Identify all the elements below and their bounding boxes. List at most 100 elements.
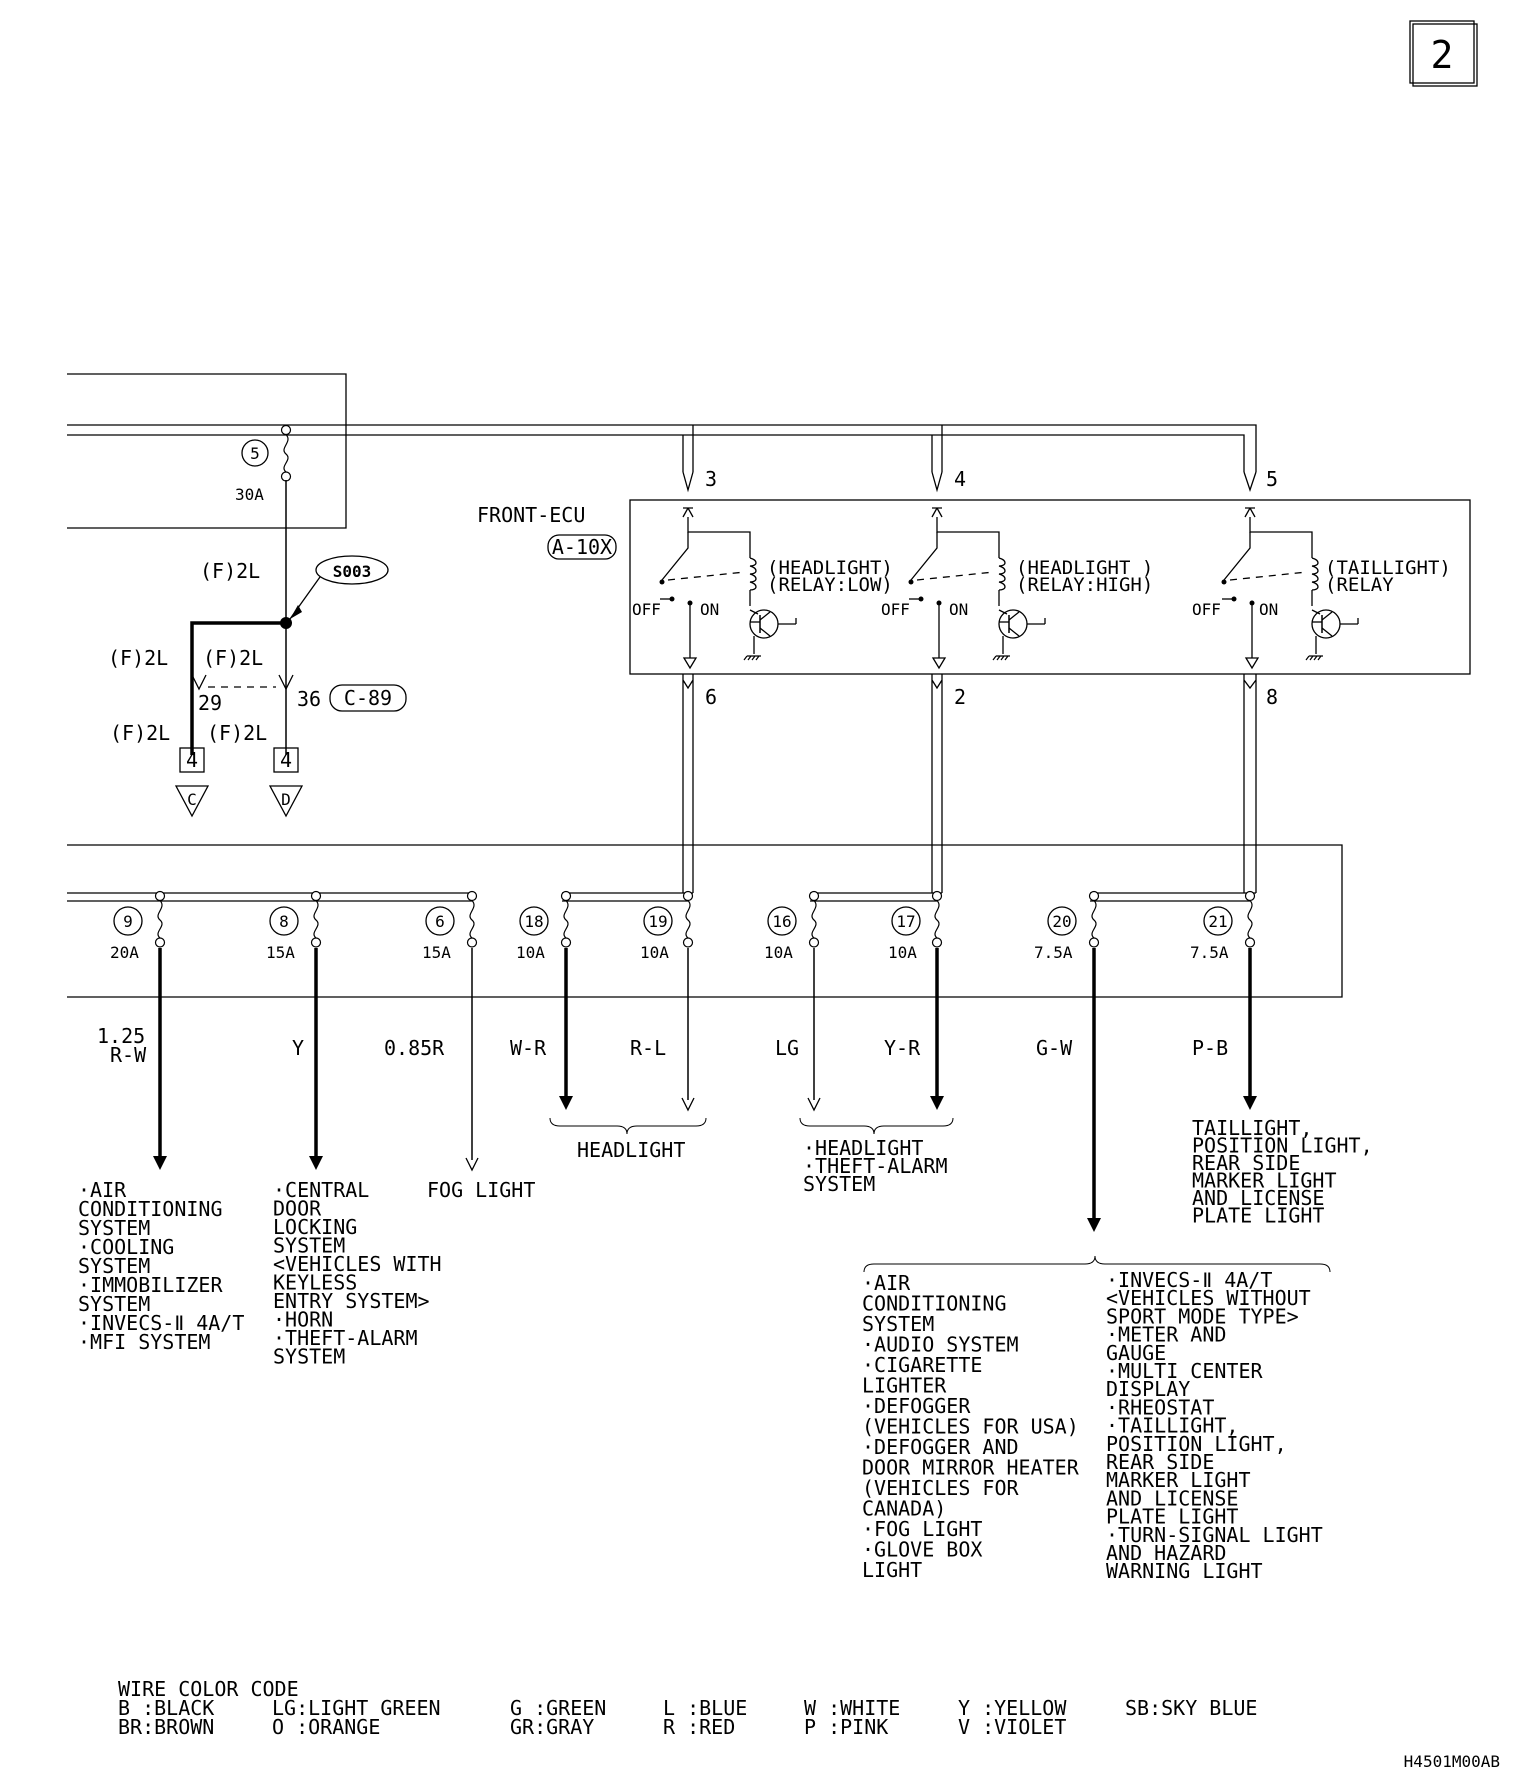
fuse-8-rating: 15A <box>266 943 295 962</box>
wire-fuse16-color: LG <box>775 1036 799 1060</box>
dest-fuse20-left-line: CANADA) <box>862 1497 946 1521</box>
dest-fuse8-line: SYSTEM <box>273 1234 345 1258</box>
wire-fuse6-color: 0.85R <box>384 1036 445 1060</box>
dest-fuse8: ·CENTRAL DOOR LOCKING SYSTEM <VEHICLES W… <box>273 1178 442 1369</box>
dest-fuse9-line: CONDITIONING <box>78 1197 223 1221</box>
offpage-letter-c: C <box>187 790 197 809</box>
dest-fuse9-line: ·MFI SYSTEM <box>78 1330 210 1354</box>
dest-fuse20-left-line: (VEHICLES FOR <box>862 1476 1019 1500</box>
dest-fuse20-right-line: PLATE LIGHT <box>1106 1505 1238 1529</box>
color-code-o: O :ORANGE <box>272 1715 380 1739</box>
dest-fuse21-line: MARKER LIGHT <box>1192 1169 1337 1193</box>
offpage-letter-d: D <box>281 790 291 809</box>
dest-fuse20-left-line: CONDITIONING <box>862 1292 1007 1316</box>
fuse-17-number: 17 <box>896 912 915 931</box>
dest-fuse16-17-line: SYSTEM <box>803 1172 875 1196</box>
color-code-g: G :GREEN <box>510 1696 606 1720</box>
dest-fuse9: ·AIR CONDITIONING SYSTEM·COOLING SYSTEM·… <box>78 1178 244 1354</box>
fuse-5-number: 5 <box>250 444 260 463</box>
fuse-5-symbol <box>280 424 292 482</box>
dest-fuse20-left: ·AIR CONDITIONING SYSTEM·AUDIO SYSTEM·CI… <box>862 1271 1080 1582</box>
relay2-label-line2: (RELAY:HIGH) <box>1016 574 1153 596</box>
dest-fuse20-right-line: ·INVECS-Ⅱ 4A/T <box>1106 1268 1272 1292</box>
fuse-19-rating: 10A <box>640 943 669 962</box>
wire-fuse21-color: P-B <box>1192 1036 1228 1060</box>
dest-fuse21-line: TAILLIGHT, <box>1192 1116 1312 1140</box>
dest-fuse9-line: SYSTEM <box>78 1292 150 1316</box>
color-code-w: W :WHITE <box>804 1696 900 1720</box>
dest-fuse9-line: ·COOLING <box>78 1235 174 1259</box>
brace-fuse20 <box>863 1255 1331 1273</box>
fuse-21-number: 21 <box>1208 912 1227 931</box>
offpage-box-c-number: 4 <box>186 748 198 772</box>
dest-fuse9-line: SYSTEM <box>78 1216 150 1240</box>
relay-taillight: OFF ON (TAILLIGHT) (RELAY <box>1192 507 1451 670</box>
offpage-box-d <box>273 747 299 773</box>
dest-fuse21: TAILLIGHT,POSITION LIGHT,REAR SIDEMARKER… <box>1192 1116 1373 1228</box>
relay-headlight-low: OFF ON (HEADLIGHT) (RELAY:LOW) <box>632 507 893 670</box>
relay1-label-line1: (HEADLIGHT) <box>767 557 893 579</box>
offpage-box-c <box>179 747 205 773</box>
dest-fuse20-left-line: DOOR MIRROR HEATER <box>862 1456 1080 1480</box>
dest-fuse8-line: ·THEFT-ALARM <box>273 1326 418 1350</box>
dest-fuse8-line: <VEHICLES WITH <box>273 1252 442 1276</box>
front-ecu-title: FRONT-ECU <box>477 503 585 527</box>
color-code-p: P :PINK <box>804 1715 888 1739</box>
relay3-label-line1: (TAILLIGHT) <box>1325 557 1451 579</box>
page-number: 2 <box>1431 33 1454 77</box>
dest-fuse21-line: POSITION LIGHT, <box>1192 1134 1373 1158</box>
fuse-5-rating: 30A <box>235 485 264 504</box>
page-number-box: 2 <box>1409 20 1478 87</box>
relay3-label-line2: (RELAY <box>1325 574 1394 596</box>
splice-s003-label: S003 <box>333 562 372 581</box>
dest-fuse8-line: KEYLESS <box>273 1271 357 1295</box>
connector-c89-badge <box>329 684 407 712</box>
dest-fuse20-right-line: ·RHEOSTAT <box>1106 1395 1214 1419</box>
relay1-on-label: ON <box>700 600 719 619</box>
output-wires: 1.25 R-W Y 0.85R W-R R-L LG Y-R G-W P-B <box>97 948 1257 1232</box>
fuse-16-rating: 10A <box>764 943 793 962</box>
fuse-20: 20 7.5A <box>1034 906 1077 962</box>
ecu-input-pin-3: 3 <box>705 467 717 491</box>
dest-fuse20-left-line: SYSTEM <box>862 1312 934 1336</box>
fuse-18-rating: 10A <box>516 943 545 962</box>
wire-color-code-title: WIRE COLOR CODE <box>118 1677 299 1701</box>
dest-fuse20-left-line: (VEHICLES FOR USA) <box>862 1415 1079 1439</box>
wire-fuse19-color: R-L <box>630 1036 666 1060</box>
dest-fuse20-left-line: ·CIGARETTE <box>862 1353 982 1377</box>
relay1-label-line2: (RELAY:LOW) <box>767 574 893 596</box>
wire-fuse18-color: W-R <box>510 1036 547 1060</box>
dest-fuse20-left-line: ·AIR <box>862 1271 911 1295</box>
color-code-r: R :RED <box>663 1715 735 1739</box>
offpage-box-d-number: 4 <box>280 748 292 772</box>
dest-fuse21-line: PLATE LIGHT <box>1192 1204 1324 1228</box>
relay-headlight-high: OFF ON (HEADLIGHT ) (RELAY:HIGH) <box>881 507 1153 670</box>
wire-fuse9-size: 1.25 <box>97 1024 145 1048</box>
front-ecu-connector: A-10X <box>552 535 612 559</box>
dest-fuse9-line: ·AIR <box>78 1178 127 1202</box>
offpage-arrow-c <box>174 785 210 818</box>
relay1-off-label: OFF <box>632 600 661 619</box>
dest-fuse20-left-line: LIGHT <box>862 1558 922 1582</box>
upper-fuse-block: 5 30A <box>67 373 1257 529</box>
dest-fuse20-left-line: ·DEFOGGER AND <box>862 1435 1019 1459</box>
fuse-9: 9 20A <box>110 906 143 962</box>
front-ecu-connector-badge <box>547 534 617 560</box>
connector-pin-29: 29 <box>198 691 222 715</box>
ecu-output-pin-2: 2 <box>954 685 966 709</box>
dest-fuse20-right-line: ·MULTI CENTER <box>1106 1359 1263 1383</box>
dest-fuse8-line: ·CENTRAL <box>273 1178 369 1202</box>
dest-fuse20-left-line: ·AUDIO SYSTEM <box>862 1333 1019 1357</box>
dest-fuse20-right-line: ·TAILLIGHT, <box>1106 1414 1238 1438</box>
color-code-br: BR:BROWN <box>118 1715 214 1739</box>
relay2-off-label: OFF <box>881 600 910 619</box>
fuse-19: 19 10A <box>640 906 673 962</box>
dest-fuse20-right-line: DISPLAY <box>1106 1377 1190 1401</box>
dest-fuse20-right-line: AND LICENSE <box>1106 1486 1238 1510</box>
fuse-16-number: 16 <box>772 912 791 931</box>
wire-2l-label-main: (F)2L <box>200 559 260 583</box>
front-ecu-box <box>629 499 1471 675</box>
dest-fuse9-line: ·IMMOBILIZER <box>78 1273 223 1297</box>
dest-fuse20-right-line: AND HAZARD <box>1106 1541 1226 1565</box>
